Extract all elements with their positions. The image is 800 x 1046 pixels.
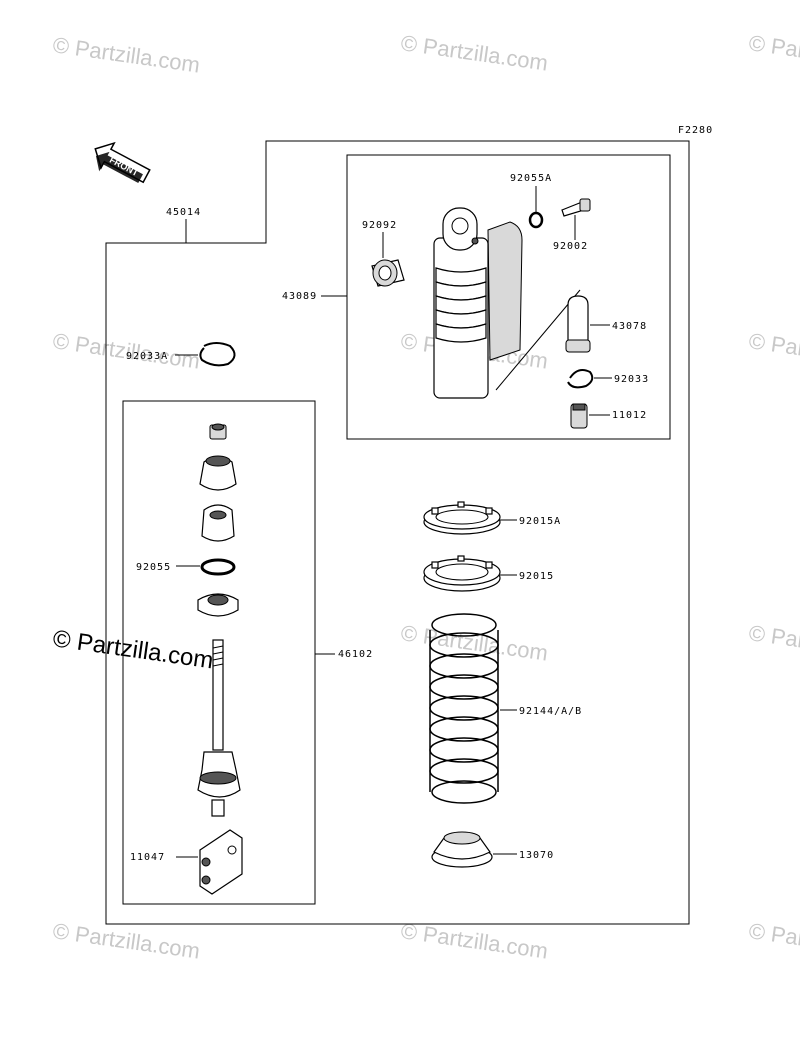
label-92055: 92055 [136, 562, 171, 573]
bushing-drawing [371, 259, 405, 287]
rod-subassembly-box [122, 400, 316, 905]
watermark: © Partzilla.com [747, 30, 800, 75]
rod-assembly-drawing [197, 423, 243, 895]
nut-small-drawing [570, 403, 588, 429]
front-arrow-icon: FRONT [94, 141, 151, 184]
label-92015: 92015 [519, 571, 554, 582]
assembly-frame [105, 140, 690, 925]
watermark: © Partzilla.com [51, 32, 201, 77]
watermark: © Partzilla.com [399, 620, 549, 665]
label-46102: 46102 [338, 649, 373, 660]
label-43078: 43078 [612, 321, 647, 332]
label-92033a: 92033A [126, 351, 168, 362]
valve-drawing [561, 198, 591, 217]
cap-drawing [565, 295, 591, 353]
figure-code: F2280 [678, 125, 713, 136]
label-92033: 92033 [614, 374, 649, 385]
label-92092: 92092 [362, 220, 397, 231]
shock-absorber-drawing [433, 207, 581, 399]
spring-drawing [429, 613, 499, 804]
label-11012: 11012 [612, 410, 647, 421]
circlip-drawing [567, 369, 594, 389]
spring-seat-drawing [431, 831, 493, 868]
label-43089: 43089 [282, 291, 317, 302]
label-92055a: 92055A [510, 173, 552, 184]
o-ring-small-drawing [528, 211, 544, 229]
watermarks: © Partzilla.com © Partzilla.com © Partzi… [51, 30, 800, 963]
label-92015a: 92015A [519, 516, 561, 527]
label-45014: 45014 [166, 207, 201, 218]
label-92144: 92144/A/B [519, 706, 582, 717]
watermark: © Partzilla.com [747, 328, 800, 373]
watermark: © Partzilla.com [51, 918, 201, 963]
shock-subassembly-box [346, 154, 671, 440]
lock-nut-a-drawing [423, 501, 501, 535]
label-11047: 11047 [130, 852, 165, 863]
watermark: © Partzilla.com [747, 918, 800, 963]
circlip-large-drawing [199, 342, 236, 367]
watermark: © Partzilla.com [747, 620, 800, 665]
label-13070: 13070 [519, 850, 554, 861]
watermark: © Partzilla.com [399, 30, 549, 75]
watermark-prominent: © Partzilla.com [51, 625, 215, 674]
o-ring-drawing [200, 558, 236, 576]
lock-nut-drawing [423, 555, 501, 592]
watermark: © Partzilla.com [399, 918, 549, 963]
label-92002: 92002 [553, 241, 588, 252]
